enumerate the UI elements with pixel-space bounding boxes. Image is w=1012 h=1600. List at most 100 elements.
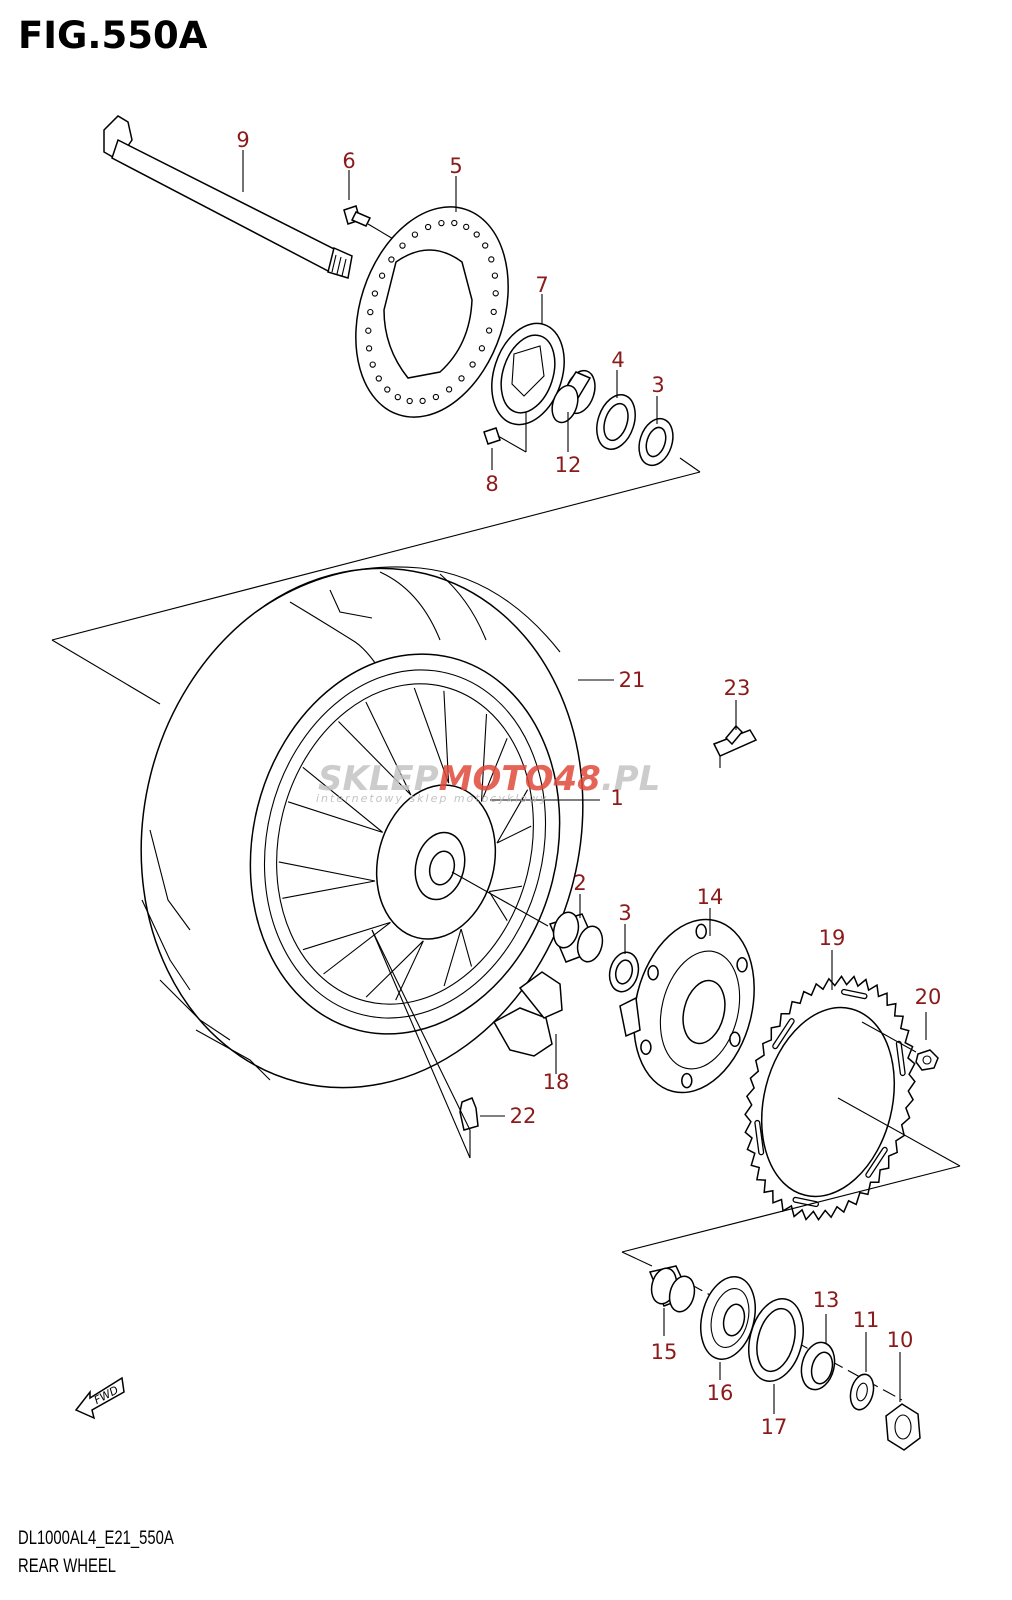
part-20-nut <box>861 1012 939 1071</box>
carrier-stud <box>729 1031 741 1048</box>
sprocket-slot <box>842 990 867 998</box>
part-3-bearing-upper <box>638 417 674 467</box>
part-6-bolt <box>343 205 396 241</box>
sprocket-slot <box>773 1019 794 1048</box>
callout-9: 9 <box>236 128 249 152</box>
wheel-spoke <box>496 789 532 844</box>
callout-5: 5 <box>449 154 462 178</box>
callout-19: 19 <box>819 926 846 950</box>
disc-hole <box>491 272 499 279</box>
disc-hole <box>375 375 382 382</box>
wheel-spoke <box>365 940 424 1001</box>
disc-hole <box>399 242 406 249</box>
callouts: 9 6 5 7 4 3 12 8 21 23 1 2 3 14 19 20 18… <box>236 128 941 1439</box>
callout-22: 22 <box>510 1104 537 1128</box>
callout-2: 2 <box>573 871 586 895</box>
wheel-spoke <box>278 861 376 899</box>
callout-6: 6 <box>342 149 355 173</box>
disc-hole <box>445 386 453 393</box>
callout-3-middle: 3 <box>618 901 631 925</box>
wheel-spoke <box>287 766 384 833</box>
part-10-nut <box>885 1403 921 1451</box>
disc-hole <box>394 393 401 401</box>
disc-hole <box>384 386 391 393</box>
disc-hole <box>463 223 470 231</box>
callout-21: 21 <box>619 668 646 692</box>
watermark-brand: SKLEPMOTO48.PL <box>318 759 660 799</box>
axis-lines-lower <box>371 871 961 1401</box>
part-14-sprocket-carrier <box>619 918 755 1094</box>
part-17-oil-seal <box>748 1298 804 1382</box>
watermark-tagline: internetowy sklep motocyklowy <box>316 792 549 805</box>
part-23-balance-weight <box>712 724 758 768</box>
model-code: DL1000AL4_E21_550A <box>18 1528 174 1549</box>
callout-16: 16 <box>707 1381 734 1405</box>
callout-7: 7 <box>535 273 548 297</box>
disc-hole <box>482 242 489 249</box>
disc-hole <box>458 375 465 382</box>
callout-12: 12 <box>555 453 582 477</box>
fwd-arrow-label: FWD <box>92 1383 121 1407</box>
carrier-stud <box>695 923 707 940</box>
disc-hole <box>378 272 386 279</box>
disc-hole <box>473 231 480 238</box>
callout-13: 13 <box>813 1288 840 1312</box>
figure-title: FIG.550A <box>18 14 208 57</box>
part-7-abs-ring <box>491 322 565 426</box>
carrier-stud <box>736 957 748 973</box>
callout-1: 1 <box>610 786 623 810</box>
diagram-caption: REAR WHEEL <box>18 1556 116 1577</box>
disc-hole <box>406 397 413 405</box>
disc-hole <box>388 256 395 263</box>
part-4-oil-seal <box>596 394 636 450</box>
part-19-sprocket <box>744 974 916 1222</box>
disc-hole <box>419 397 426 405</box>
callout-3-upper: 3 <box>651 373 664 397</box>
disc-hole <box>365 327 372 334</box>
disc-hole <box>371 290 379 297</box>
callout-10: 10 <box>887 1328 914 1352</box>
part-5-brake-disc <box>355 206 509 418</box>
wheel-spoke <box>338 701 412 796</box>
disc-hole <box>424 223 432 231</box>
callout-15: 15 <box>651 1340 678 1364</box>
carrier-stud <box>647 964 659 981</box>
disc-hole <box>469 361 476 368</box>
callout-8: 8 <box>485 472 498 496</box>
disc-hole <box>490 308 497 316</box>
part-3-bearing-middle <box>608 951 640 993</box>
wheel-spoke <box>488 885 522 921</box>
disc-hole <box>365 345 373 352</box>
callout-23: 23 <box>724 676 751 700</box>
callout-11: 11 <box>853 1308 880 1332</box>
wheel-spoke <box>302 921 391 975</box>
disc-hole <box>485 327 493 334</box>
callout-14: 14 <box>697 885 724 909</box>
part-18-damper <box>492 971 563 1074</box>
disc-hole <box>492 290 499 297</box>
disc-hole <box>411 231 419 238</box>
part-11-washer <box>849 1373 875 1411</box>
axis-lines-upper <box>51 457 701 705</box>
part-8-screw <box>483 412 527 453</box>
callout-4: 4 <box>611 348 624 372</box>
wheel-spoke <box>413 687 450 784</box>
disc-hole <box>369 361 376 368</box>
callout-17: 17 <box>761 1415 788 1439</box>
watermark: SKLEPMOTO48.PL internetowy sklep motocyk… <box>316 759 660 805</box>
carrier-stud <box>681 1072 693 1089</box>
disc-hole <box>432 393 440 401</box>
leader-lines <box>242 150 901 1414</box>
disc-hole <box>478 345 486 352</box>
disc-hole <box>438 219 445 227</box>
wheel-spoke <box>443 928 473 987</box>
part-12-spacer <box>551 369 596 424</box>
sprocket-slot <box>897 1042 905 1075</box>
disc-hole <box>451 219 458 227</box>
part-2-spacer <box>548 911 604 963</box>
wheel-spoke <box>480 713 508 802</box>
disc-hole <box>488 256 495 263</box>
carrier-stud <box>640 1039 652 1055</box>
part-13-spacer <box>800 1341 836 1391</box>
